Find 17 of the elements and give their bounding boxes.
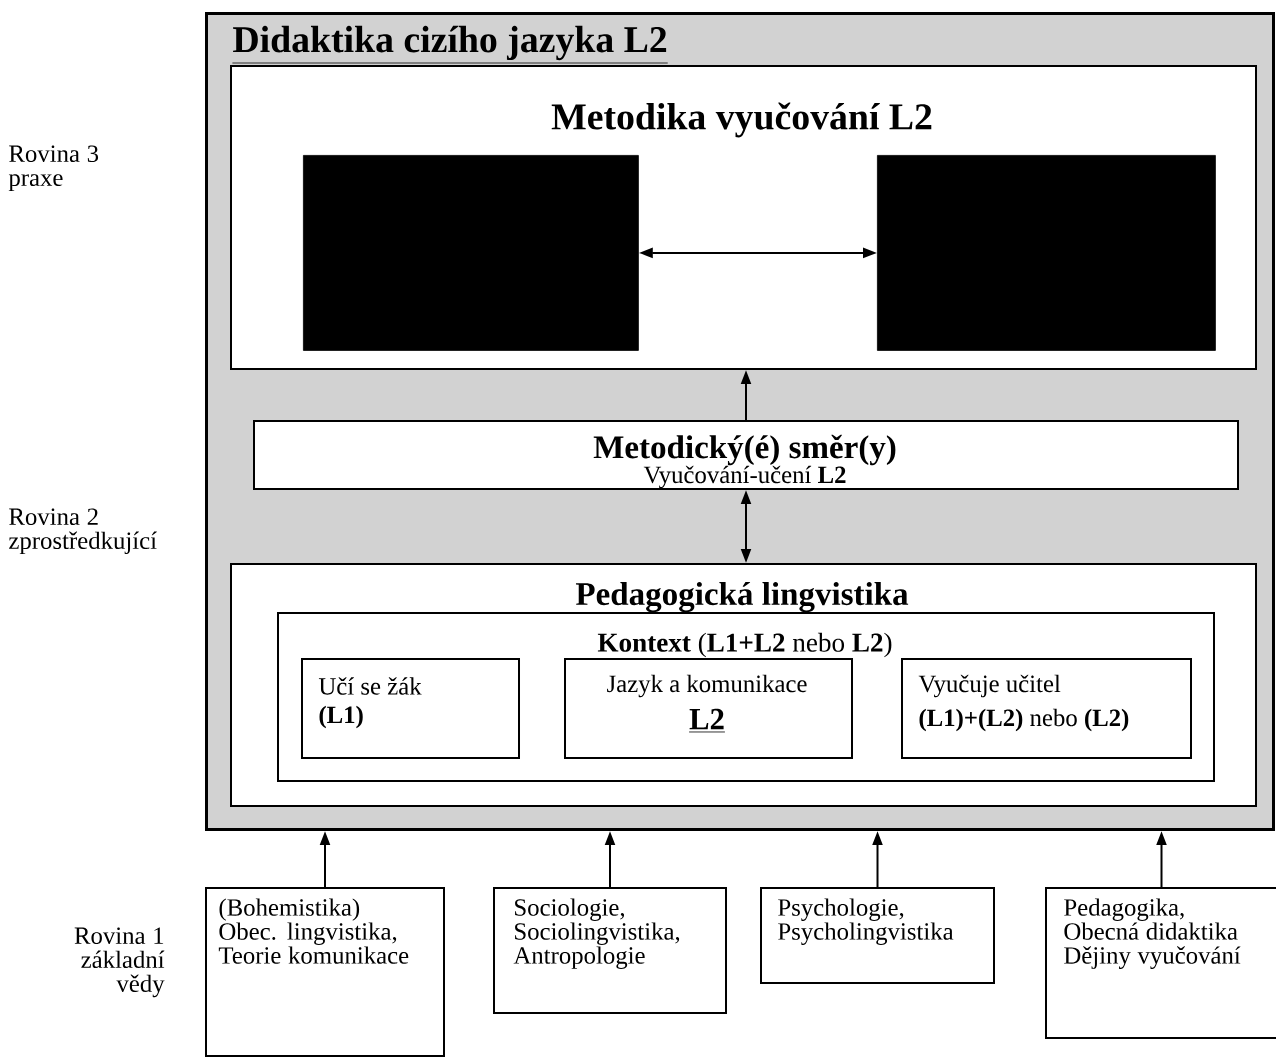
discipline-box: Psychologie, Psycholingvistika [760,887,995,984]
topic-box: Jazyk a komunikace L2 [564,658,853,759]
discipline-box: Pedagogika, Obecná didaktika Dějiny vyučování [1045,887,1276,1039]
filled-box [877,155,1216,351]
heading: Kontext (L1+L2 nebo L2) [597,632,892,658]
discipline-box: Sociologie, Sociolingvistika, Antropologie [493,887,727,1014]
topic-box: Vyučuje učitel (L1)+(L2) nebo (L2) [901,658,1192,759]
level-label: Rovina 3 praxe [8,145,99,192]
discipline-box: (Bohemistika) Obec. lingvistika, Teorie komunikace [205,887,445,1057]
heading: Didaktika cizího jazyka L2 [232,25,669,64]
filled-box [303,155,639,351]
level-label: Rovina 2 zprostředkující [9,508,157,555]
level-label: Rovina 1 základní vědy [74,927,165,998]
heading: Pedagogická lingvistika [575,581,909,613]
topic-box: Učí se žák (L1) [301,658,520,759]
heading: Metodika vyučování L2 [551,102,932,138]
section-box: Metodický(é) směr(y) Vyučování-učení L2 [253,420,1239,490]
